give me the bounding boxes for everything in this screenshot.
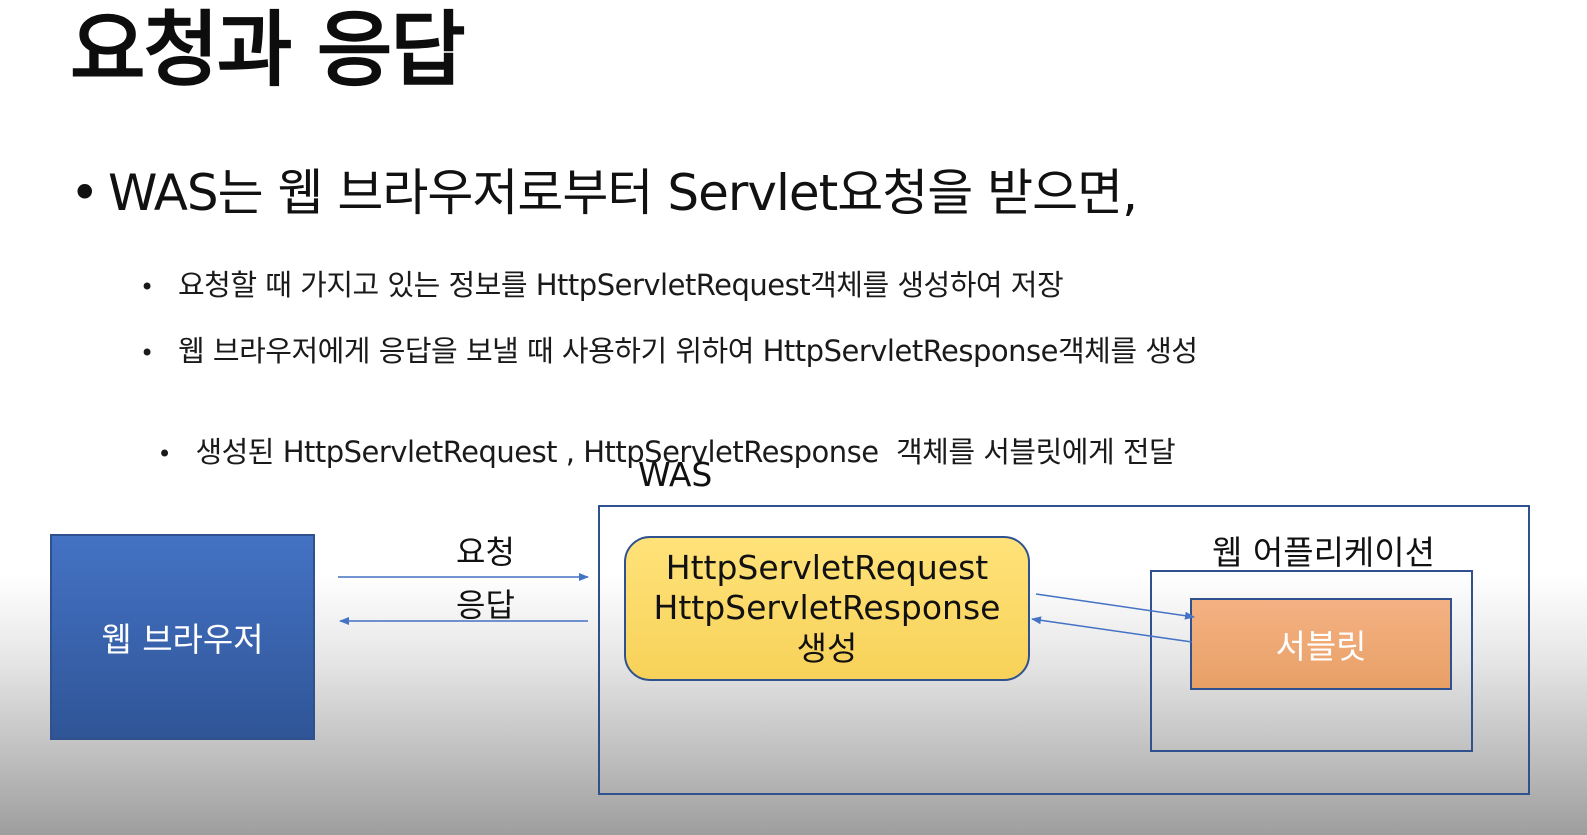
- web-application-box: [1150, 570, 1473, 752]
- request-object-label: HttpServletRequest: [665, 548, 989, 588]
- servlet-box: 서블릿: [1190, 598, 1452, 690]
- web-browser-label: 웹 브라우저: [101, 620, 264, 659]
- servlet-return-arrow: [1031, 616, 1193, 643]
- response-object-label: HttpServletResponse: [653, 588, 1001, 628]
- sub-bullet-text: 요청할 때 가지고 있는 정보를 HttpServletRequest객체를 생…: [178, 268, 1064, 302]
- main-bullet: •WAS는 웹 브라우저로부터 Servlet요청을 받으면,: [70, 164, 1138, 222]
- sub-bullet-1: • 요청할 때 가지고 있는 정보를 HttpServletRequest객체를 …: [140, 268, 1064, 303]
- request-response-box: HttpServletRequest HttpServletResponse 생…: [624, 536, 1030, 681]
- was-container: [598, 505, 1530, 795]
- create-label: 생성: [796, 628, 858, 668]
- sub-bullet-3: • 생성된 HttpServletRequest , HttpServletRes…: [140, 400, 1175, 470]
- slide-title: 요청과 응답: [70, 3, 466, 98]
- bullet-dot: •: [140, 339, 154, 367]
- response-label: 응답: [456, 586, 515, 624]
- sub-bullet-text: 생성된 HttpServletRequest , HttpServletResp…: [195, 434, 1176, 469]
- servlet-label: 서블릿: [1275, 627, 1367, 666]
- web-browser-box: 웹 브라우저: [50, 534, 315, 740]
- request-label: 요청: [456, 533, 515, 571]
- sub-bullet-text: 웹 브라우저에게 응답을 보낼 때 사용하기 위하여 HttpServletRe…: [178, 334, 1198, 368]
- bullet-dot: •: [70, 164, 100, 222]
- bullet-dot: •: [140, 273, 154, 301]
- bullet-dot: •: [157, 439, 172, 468]
- pass-to-servlet-arrow: [1035, 593, 1195, 620]
- main-bullet-text: WAS는 웹 브라우저로부터 Servlet요청을 받으면,: [108, 164, 1138, 222]
- was-label: WAS: [638, 455, 713, 494]
- sub-bullet-2: • 웹 브라우저에게 응답을 보낼 때 사용하기 위하여 HttpServletR…: [140, 334, 1198, 369]
- web-application-label: 웹 어플리케이션: [1212, 533, 1436, 572]
